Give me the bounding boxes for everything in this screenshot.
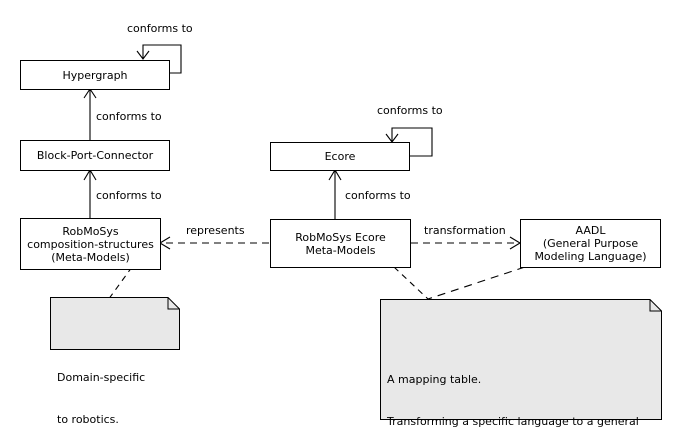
edge-label-ecore-self: conforms to xyxy=(377,104,443,117)
node-block-port-connector[interactable]: Block-Port-Connector xyxy=(20,140,170,171)
edge-robmosys-conforms-to-bpc xyxy=(83,168,97,218)
node-aadl[interactable]: AADL (General Purpose Modeling Language) xyxy=(520,219,661,268)
node-robmosys-composition-structures-line-1: RobMoSys xyxy=(62,224,119,238)
node-robmosys-composition-structures-line-3: (Meta-Models) xyxy=(51,250,130,264)
edge-label-hypergraph-self: conforms to xyxy=(127,22,193,35)
note-domain-specific-line-2: to robotics. xyxy=(57,413,119,426)
node-robmosys-composition-structures-line-2: composition-structures xyxy=(27,237,154,251)
node-robmosys-composition-structures[interactable]: RobMoSys composition-structures (Meta-Mo… xyxy=(20,218,161,270)
note-mapping-table[interactable]: A mapping table. Transforming a specific… xyxy=(380,299,662,428)
node-hypergraph-label: Hypergraph xyxy=(62,68,128,82)
edge-label-robmosys-ecore-conforms-to-ecore: conforms to xyxy=(345,189,411,202)
node-hypergraph[interactable]: Hypergraph xyxy=(20,60,170,90)
node-aadl-line-1: AADL xyxy=(575,224,606,237)
note-domain-specific-line-1: Domain-specific xyxy=(57,371,146,384)
note-leader-domain-specific xyxy=(107,266,133,301)
edge-transformation xyxy=(411,236,522,250)
note-domain-specific-text: Domain-specific to robotics. xyxy=(50,339,180,440)
note-mapping-table-text: A mapping table. Transforming a specific… xyxy=(380,341,662,440)
note-mapping-table-line-1: A mapping table. xyxy=(387,373,482,386)
edge-label-bpc-conforms-to-hypergraph: conforms to xyxy=(96,110,162,123)
edge-represents xyxy=(158,236,269,250)
node-robmosys-ecore-meta-models-line-1: RobMoSys Ecore xyxy=(295,230,386,244)
edge-robmosys-ecore-conforms-to-ecore xyxy=(328,168,342,219)
node-aadl-line-3: Modeling Language) xyxy=(534,250,647,263)
note-shape xyxy=(50,297,180,350)
node-robmosys-ecore-meta-models-line-2: Meta-Models xyxy=(305,243,376,257)
edge-label-represents: represents xyxy=(186,224,245,237)
note-domain-specific[interactable]: Domain-specific to robotics. xyxy=(50,297,180,426)
note-mapping-table-line-2: Transforming a specific language to a ge… xyxy=(387,415,639,428)
node-ecore[interactable]: Ecore xyxy=(270,142,410,171)
node-robmosys-ecore-meta-models[interactable]: RobMoSys Ecore Meta-Models xyxy=(270,219,411,268)
node-block-port-connector-label: Block-Port-Connector xyxy=(36,149,154,162)
note-shape xyxy=(380,299,662,420)
node-ecore-label: Ecore xyxy=(324,150,356,163)
edge-label-robmosys-conforms-to-bpc: conforms to xyxy=(96,189,162,202)
edge-label-transformation: transformation xyxy=(424,224,506,237)
note-leader-mapping-table-from-robmosys-ecore xyxy=(393,266,429,300)
edge-bpc-conforms-to-hypergraph xyxy=(83,88,97,140)
note-leader-mapping-table-from-aadl xyxy=(427,266,526,300)
node-aadl-line-2: (General Purpose xyxy=(542,237,639,250)
